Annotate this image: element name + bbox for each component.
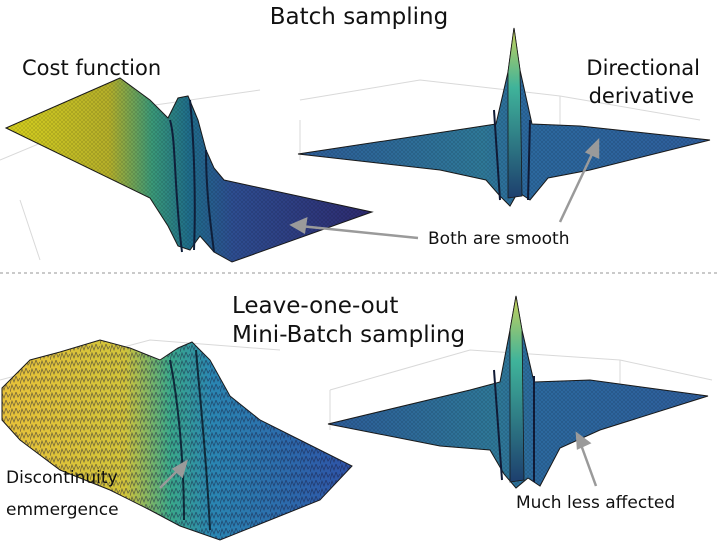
both-smooth-annotation: Both are smooth — [428, 229, 570, 249]
directional-derivative-label-line2: derivative — [588, 84, 694, 108]
bottom-title-line1: Leave-one-out — [232, 293, 399, 319]
directional-derivative-label-line1: Directional — [586, 56, 700, 80]
noisy-cost-surface — [1, 339, 353, 541]
bottom-title-line2: Mini-Batch sampling — [232, 322, 466, 348]
cost-function-surface — [4, 77, 374, 263]
cost-function-label: Cost function — [22, 56, 162, 80]
directional-derivative-surface — [297, 27, 711, 207]
top-title: Batch sampling — [269, 4, 449, 30]
discontinuity-annotation-line1: Discontinuity — [6, 468, 118, 488]
top-arrows — [289, 137, 600, 240]
much-less-affected-annotation: Much less affected — [516, 493, 676, 513]
bottom-arrows — [159, 431, 598, 489]
discontinuity-annotation-line2: emmergence — [6, 500, 119, 520]
minibatch-derivative-surface — [327, 295, 709, 489]
